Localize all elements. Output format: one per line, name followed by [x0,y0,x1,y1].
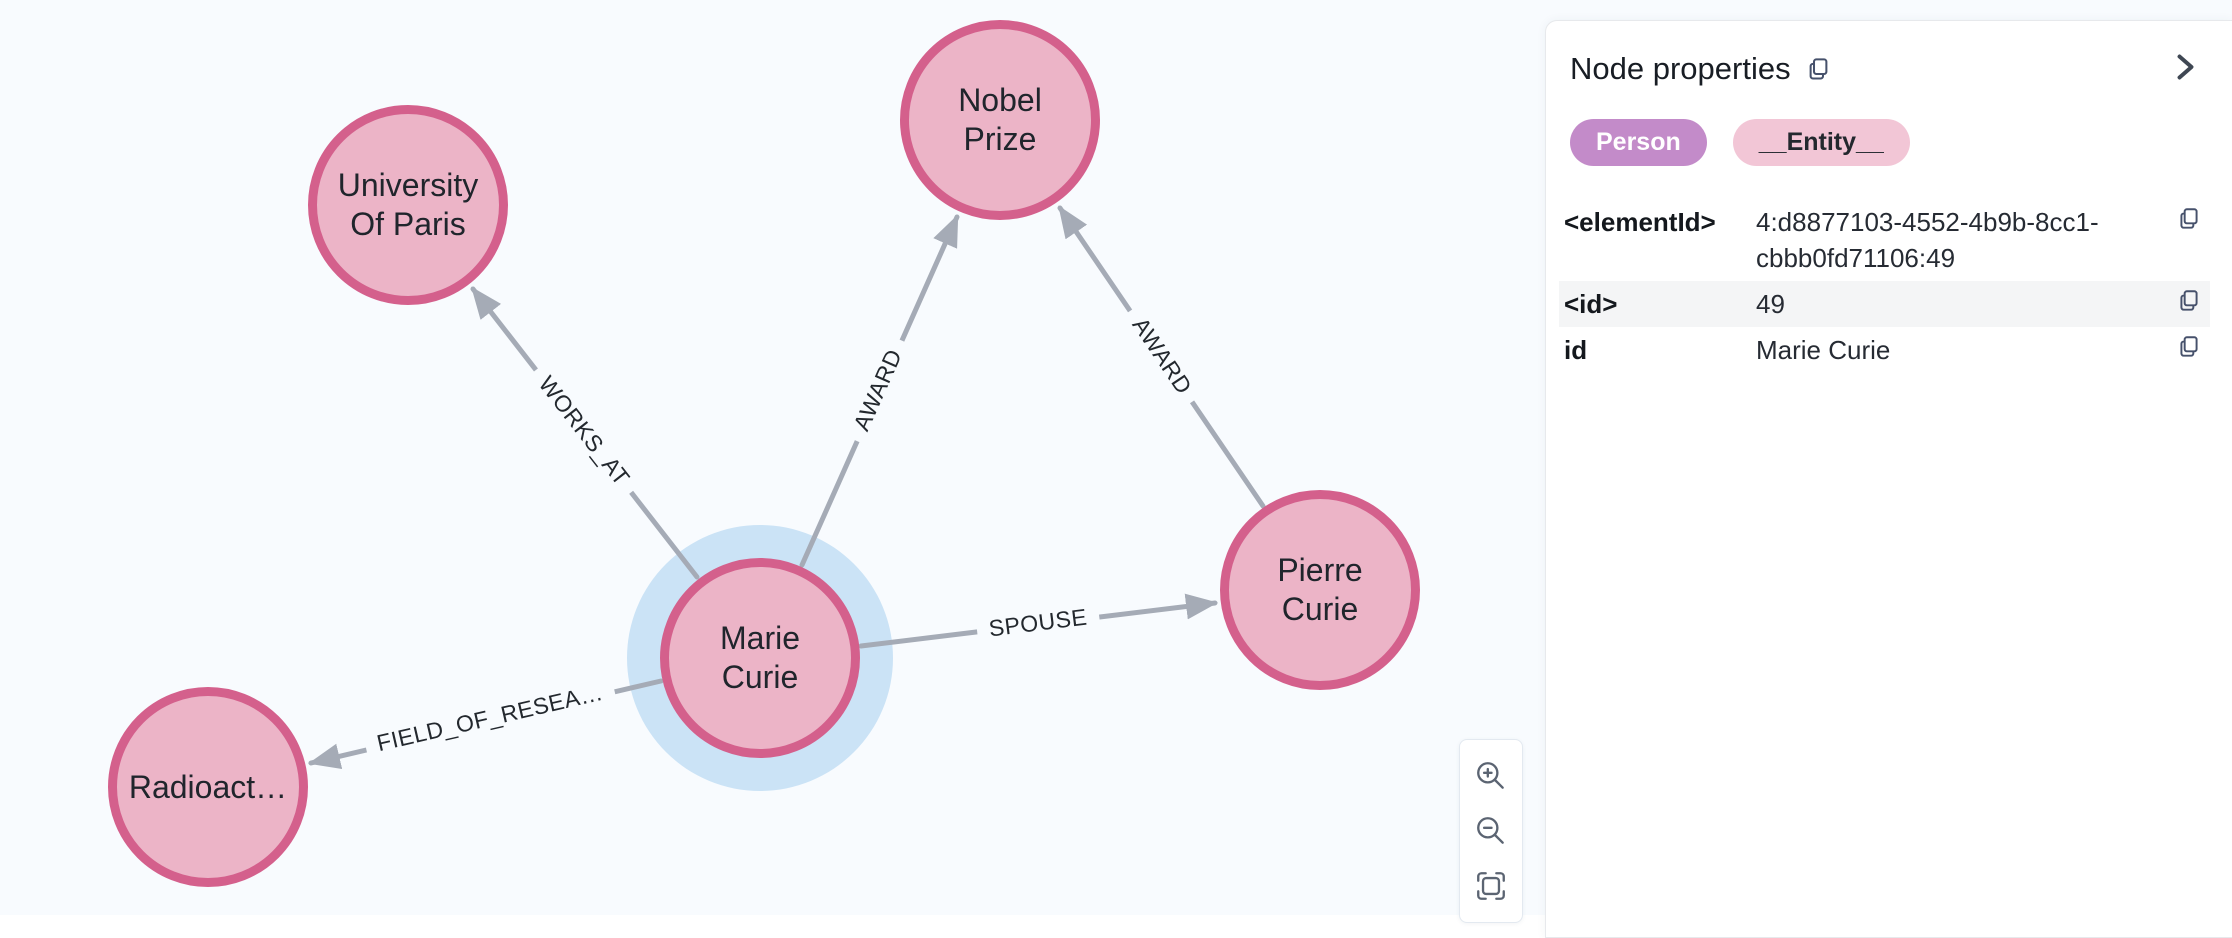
chevron-right-icon [2177,54,2194,80]
label-badge-person: Person [1570,119,1707,166]
zoom-out-button[interactable] [1469,809,1513,853]
copy-id-button[interactable] [2176,334,2202,360]
property-row-id-internal: <id> 49 [1559,281,2210,327]
node-radioactivity[interactable]: Radioact… [108,687,308,887]
copy-id-internal-button[interactable] [2176,288,2202,314]
property-value: 49 [1756,289,1785,319]
property-value: 4:d8877103-4552-4b9b-8cc1-cbbb0fd71106:4… [1756,207,2099,273]
copy-icon [1809,57,1827,80]
node-labels: Person __Entity__ [1570,119,1910,166]
node-marie-curie[interactable]: Marie Curie [660,558,860,758]
property-row-elementid: <elementId> 4:d8877103-4552-4b9b-8cc1-cb… [1559,199,2210,281]
copy-all-properties-button[interactable] [1805,56,1832,83]
label-badge-entity: __Entity__ [1732,119,1910,166]
magnifier-minus-icon [1477,817,1504,844]
fit-to-screen-button[interactable] [1469,864,1513,908]
properties-table: <elementId> 4:d8877103-4552-4b9b-8cc1-cb… [1559,199,2210,373]
property-key: <elementId> [1564,207,1716,237]
node-nobel-prize[interactable]: Nobel Prize [900,20,1100,220]
node-label: Of Paris [350,206,466,242]
copy-elementid-button[interactable] [2176,206,2202,232]
node-label: Marie [719,620,800,656]
panel-title: Node properties [1570,51,1791,86]
magnifier-plus-icon [1477,761,1504,789]
node-label: Pierre [1277,552,1363,588]
node-properties-panel: Node properties Person __Entity__ <eleme… [1545,20,2232,938]
node-label: Curie [1281,591,1359,627]
collapse-panel-button[interactable] [2166,47,2202,90]
copy-icon [2180,290,2198,311]
fit-to-screen-icon [1477,872,1505,901]
node-label: Radioact… [128,768,288,805]
node-label: University [337,167,479,203]
property-row-id: id Marie Curie [1559,327,2210,373]
node-pierre-curie[interactable]: Pierre Curie [1220,490,1420,690]
node-label: Curie [721,659,799,695]
property-key: id [1564,335,1588,365]
copy-icon [2180,208,2198,229]
zoom-toolbar [1459,739,1523,923]
property-key: <id> [1564,289,1618,319]
copy-icon [2180,336,2198,357]
property-value: Marie Curie [1756,335,1891,365]
node-label: Prize [963,121,1037,157]
node-university-of-paris[interactable]: University Of Paris [308,105,508,305]
panel-header: Node properties [1570,51,2208,87]
node-label: Nobel [958,82,1042,118]
zoom-in-button[interactable] [1469,754,1513,798]
